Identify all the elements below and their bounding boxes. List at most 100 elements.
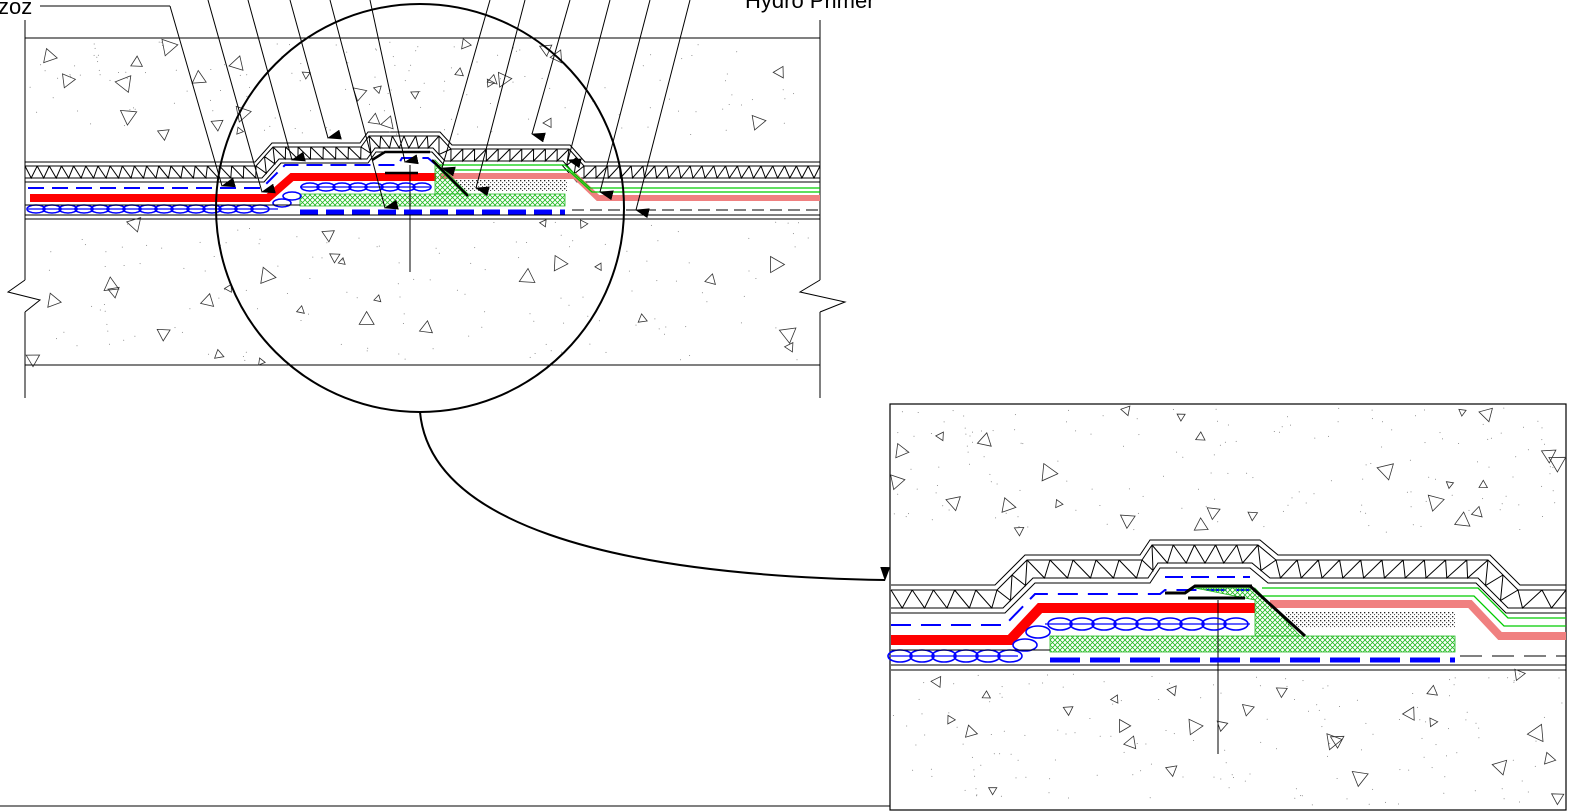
callout-circle: [215, 3, 625, 413]
aggregate-triangle-icon: [580, 219, 589, 230]
detail-connector-arrow: [419, 411, 891, 581]
aggregate-triangle-icon: [47, 292, 62, 308]
aggregate-triangle-icon: [25, 354, 41, 368]
aggregate-triangle-icon: [1055, 498, 1064, 509]
waterstop-cord-detail: [887, 617, 1250, 663]
aggregate-triangle-icon: [337, 257, 346, 265]
aggregate-triangle-icon: [1120, 405, 1131, 417]
aggregate-triangle-icon: [1206, 507, 1221, 521]
aggregate-triangle-icon: [213, 348, 225, 359]
aggregate-triangle-icon: [1491, 759, 1508, 776]
aggregate-triangle-icon: [895, 442, 910, 459]
aggregate-triangle-icon: [62, 73, 77, 89]
aggregate-triangle-icon: [1401, 706, 1415, 721]
detail-section: [887, 403, 1567, 811]
aggregate-triangle-icon: [945, 496, 961, 512]
aggregate-triangle-icon: [1193, 517, 1209, 531]
aggregate-triangle-icon: [1166, 685, 1177, 697]
aggregate-triangle-icon: [1119, 718, 1132, 734]
aggregate-triangle-icon: [260, 266, 277, 285]
aggregate-triangle-icon: [783, 341, 794, 353]
protection-board-hatch-detail: [890, 544, 1567, 610]
waterstop-cord: [26, 182, 432, 214]
aggregate-triangle-icon: [770, 255, 786, 274]
aggregate-triangle-icon: [1426, 684, 1439, 696]
aggregate-triangle-icon: [301, 71, 311, 80]
aggregate-triangle-icon: [935, 431, 944, 442]
aggregate-triangle-icon: [1194, 431, 1206, 441]
aggregate-triangle-icon: [751, 114, 767, 131]
overview-section: [6, 0, 847, 413]
aggregate-triangle-icon: [410, 91, 420, 100]
aggregate-triangle-icon: [125, 217, 142, 233]
aggregate-triangle-icon: [1376, 463, 1394, 481]
aggregate-triangle-icon: [538, 219, 547, 228]
aggregate-triangle-icon: [1164, 765, 1178, 778]
aggregate-triangle-icon: [367, 112, 381, 125]
aggregate-triangle-icon: [156, 129, 170, 142]
aggregate-triangle-icon: [1514, 668, 1527, 682]
aggregate-triangle-icon: [236, 126, 245, 135]
break-line-icon: [6, 279, 42, 313]
aggregate-triangle-icon: [930, 675, 942, 689]
aggregate-triangle-icon: [1109, 694, 1119, 704]
concrete-aggregate-detail: [890, 405, 1567, 806]
leader-arrows: [169, 0, 691, 219]
aggregate-triangle-icon: [594, 262, 602, 272]
aggregate-triangle-icon: [1329, 735, 1345, 749]
aggregate-triangle-icon: [1478, 479, 1489, 489]
aggregate-triangle-icon: [1445, 481, 1455, 490]
aggregate-triangle-icon: [1526, 723, 1544, 743]
aggregate-triangle-icon: [107, 286, 120, 299]
aggregate-triangle-icon: [1351, 770, 1369, 788]
aggregate-triangle-icon: [1216, 720, 1229, 733]
aggregate-triangle-icon: [1247, 511, 1259, 522]
aggregate-triangle-icon: [103, 276, 120, 291]
aggregate-triangle-icon: [1548, 456, 1567, 473]
aggregate-triangle-icon: [130, 55, 144, 67]
aggregate-triangle-icon: [486, 73, 498, 85]
aggregate-triangle-icon: [199, 292, 215, 307]
aggregate-triangle-icon: [43, 47, 58, 64]
aggregate-triangle-icon: [223, 283, 232, 293]
aggregate-triangle-icon: [156, 328, 171, 342]
aggregate-triangle-icon: [161, 38, 179, 57]
aggregate-triangle-icon: [1119, 514, 1136, 530]
aggregate-triangle-icon: [518, 267, 536, 283]
aggregate-triangle-icon: [1540, 449, 1557, 464]
aggregate-triangle-icon: [549, 49, 563, 64]
aggregate-triangle-icon: [964, 724, 979, 738]
aggregate-triangle-icon: [1123, 735, 1137, 750]
aggregate-triangle-icon: [1427, 494, 1445, 512]
aggregate-triangle-icon: [987, 787, 998, 796]
aggregate-triangle-icon: [1001, 497, 1017, 513]
aggregate-triangle-icon: [373, 294, 382, 303]
label-zoz: zoz: [0, 0, 32, 19]
concrete-aggregate: [25, 37, 809, 368]
aggregate-triangle-icon: [358, 310, 375, 325]
aggregate-triangle-icon: [1041, 462, 1059, 482]
aggregate-triangle-icon: [418, 320, 434, 334]
aggregate-triangle-icon: [461, 37, 472, 50]
aggregate-triangle-icon: [981, 690, 992, 699]
aggregate-triangle-icon: [637, 313, 648, 323]
aggregate-triangle-icon: [1458, 408, 1467, 417]
aggregate-triangle-icon: [778, 327, 797, 345]
aggregate-triangle-icon: [1543, 751, 1557, 765]
aggregate-triangle-icon: [1275, 687, 1288, 699]
aggregate-triangle-icon: [1429, 717, 1439, 728]
aggregate-triangle-icon: [228, 55, 244, 71]
aggregate-triangle-icon: [119, 109, 138, 126]
aggregate-triangle-icon: [1241, 703, 1255, 717]
aggregate-triangle-icon: [486, 78, 496, 88]
aggregate-triangle-icon: [321, 230, 335, 243]
aggregate-triangle-icon: [553, 254, 569, 272]
aggregate-triangle-icon: [1013, 526, 1025, 537]
aggregate-triangle-icon: [329, 253, 341, 264]
aggregate-triangle-icon: [1188, 718, 1204, 736]
aggregate-triangle-icon: [704, 273, 716, 285]
aggregate-triangle-icon: [976, 432, 992, 447]
aggregate-triangle-icon: [454, 67, 464, 77]
aggregate-triangle-icon: [890, 474, 906, 491]
